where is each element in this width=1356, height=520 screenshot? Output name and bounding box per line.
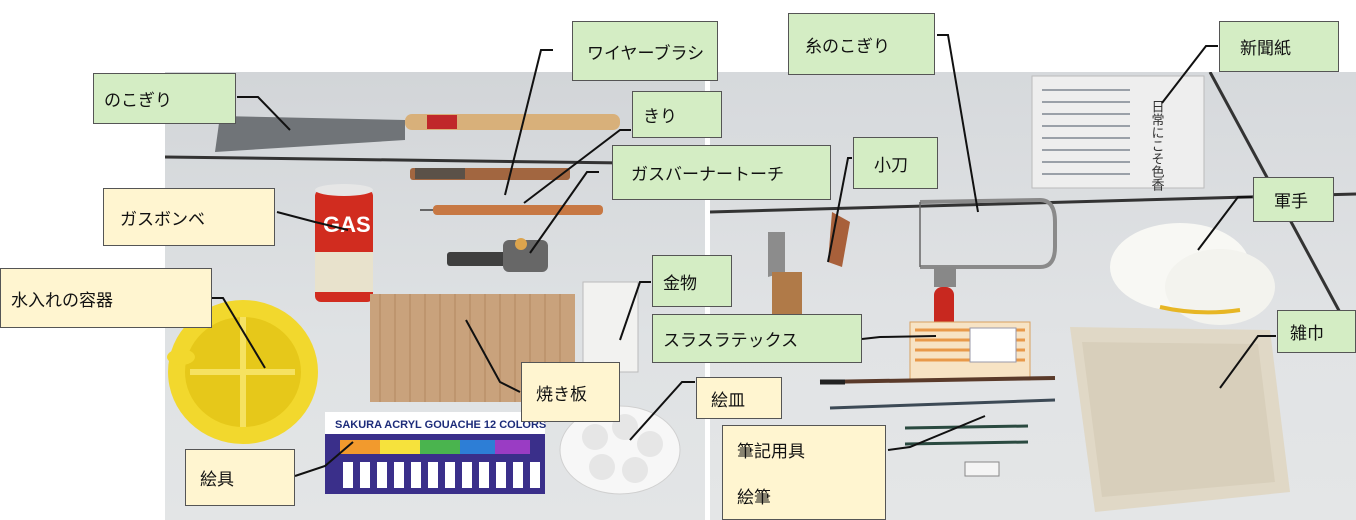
knife-leader bbox=[827, 157, 852, 263]
saw-leader bbox=[237, 96, 291, 131]
label-wire-brush: ワイヤーブラシ bbox=[572, 21, 718, 81]
newspaper-headline-text: 日常にこそ色香 bbox=[1149, 100, 1165, 192]
writing-tools-leader bbox=[887, 415, 986, 451]
torch-object bbox=[447, 238, 548, 272]
wire-brush-leader bbox=[504, 49, 553, 196]
label-sandpaper: スラスラテックス bbox=[652, 314, 862, 363]
label-knife: 小刀 bbox=[853, 137, 938, 189]
sandpaper-leader bbox=[861, 335, 937, 340]
label-coping-saw: 糸のこぎり bbox=[788, 13, 935, 75]
torch-leader bbox=[529, 171, 599, 254]
burnt-board-leader bbox=[465, 319, 521, 393]
gloves-leader bbox=[1197, 196, 1252, 251]
hardware-leader bbox=[619, 281, 651, 341]
label-paints: 絵具 bbox=[185, 449, 295, 506]
label-gas-burner-torch: ガスバーナートーチ bbox=[612, 145, 831, 200]
gas-can-text: GAS bbox=[323, 212, 371, 237]
paint-box-object: SAKURA ACRYL GOUACHE 12 COLORS bbox=[325, 412, 546, 494]
sandpaper-object bbox=[909, 321, 1031, 381]
water-container-leader bbox=[212, 297, 266, 369]
awl-leader bbox=[523, 129, 631, 204]
label-paintbrush: 絵筆 bbox=[737, 488, 771, 509]
newspaper-object: 日常にこそ色香 bbox=[1031, 75, 1205, 192]
label-paint-palette: 絵皿 bbox=[696, 377, 782, 419]
photo-right-scene: 日常にこそ色香 bbox=[710, 72, 1356, 512]
label-newspaper: 新聞紙 bbox=[1219, 21, 1339, 72]
label-water-container: 水入れの容器 bbox=[0, 268, 212, 328]
palette-leader bbox=[629, 381, 695, 441]
gas-canister-leader bbox=[276, 211, 349, 231]
label-work-gloves: 軍手 bbox=[1253, 177, 1334, 222]
label-gas-canister: ガスボンベ bbox=[103, 188, 275, 246]
palette-object bbox=[559, 405, 681, 495]
hardware-bag-object bbox=[582, 281, 639, 373]
label-writing-tools: 筆記用具 bbox=[737, 441, 805, 462]
photo-left-scene: GAS bbox=[165, 114, 705, 495]
wire-brush-object bbox=[410, 168, 570, 180]
gas-canister-object: GAS bbox=[315, 184, 373, 302]
label-burnt-board: 焼き板 bbox=[521, 362, 620, 422]
paints-leader bbox=[294, 441, 354, 477]
newspaper-leader bbox=[1161, 45, 1218, 104]
label-awl: きり bbox=[632, 91, 722, 138]
label-hardware: 金物 bbox=[652, 255, 732, 307]
knife-object bbox=[768, 212, 850, 314]
rag-object bbox=[1070, 327, 1290, 512]
gloves-object bbox=[1110, 223, 1275, 325]
label-rag: 雑巾 bbox=[1277, 310, 1356, 353]
photo-right-tools: 日常にこそ色香 bbox=[710, 72, 1356, 520]
brushes-object bbox=[819, 376, 1056, 477]
paint-box-text: SAKURA ACRYL GOUACHE 12 COLORS bbox=[335, 419, 546, 431]
water-container-object bbox=[167, 300, 318, 444]
saw-object bbox=[215, 114, 620, 152]
rag-leader bbox=[1219, 335, 1276, 389]
label-saw: のこぎり bbox=[93, 73, 236, 124]
awl-object bbox=[420, 205, 603, 215]
coping-saw-leader bbox=[937, 34, 979, 213]
label-writing-tools-paintbrush: 筆記用具 絵筆 bbox=[722, 425, 886, 520]
